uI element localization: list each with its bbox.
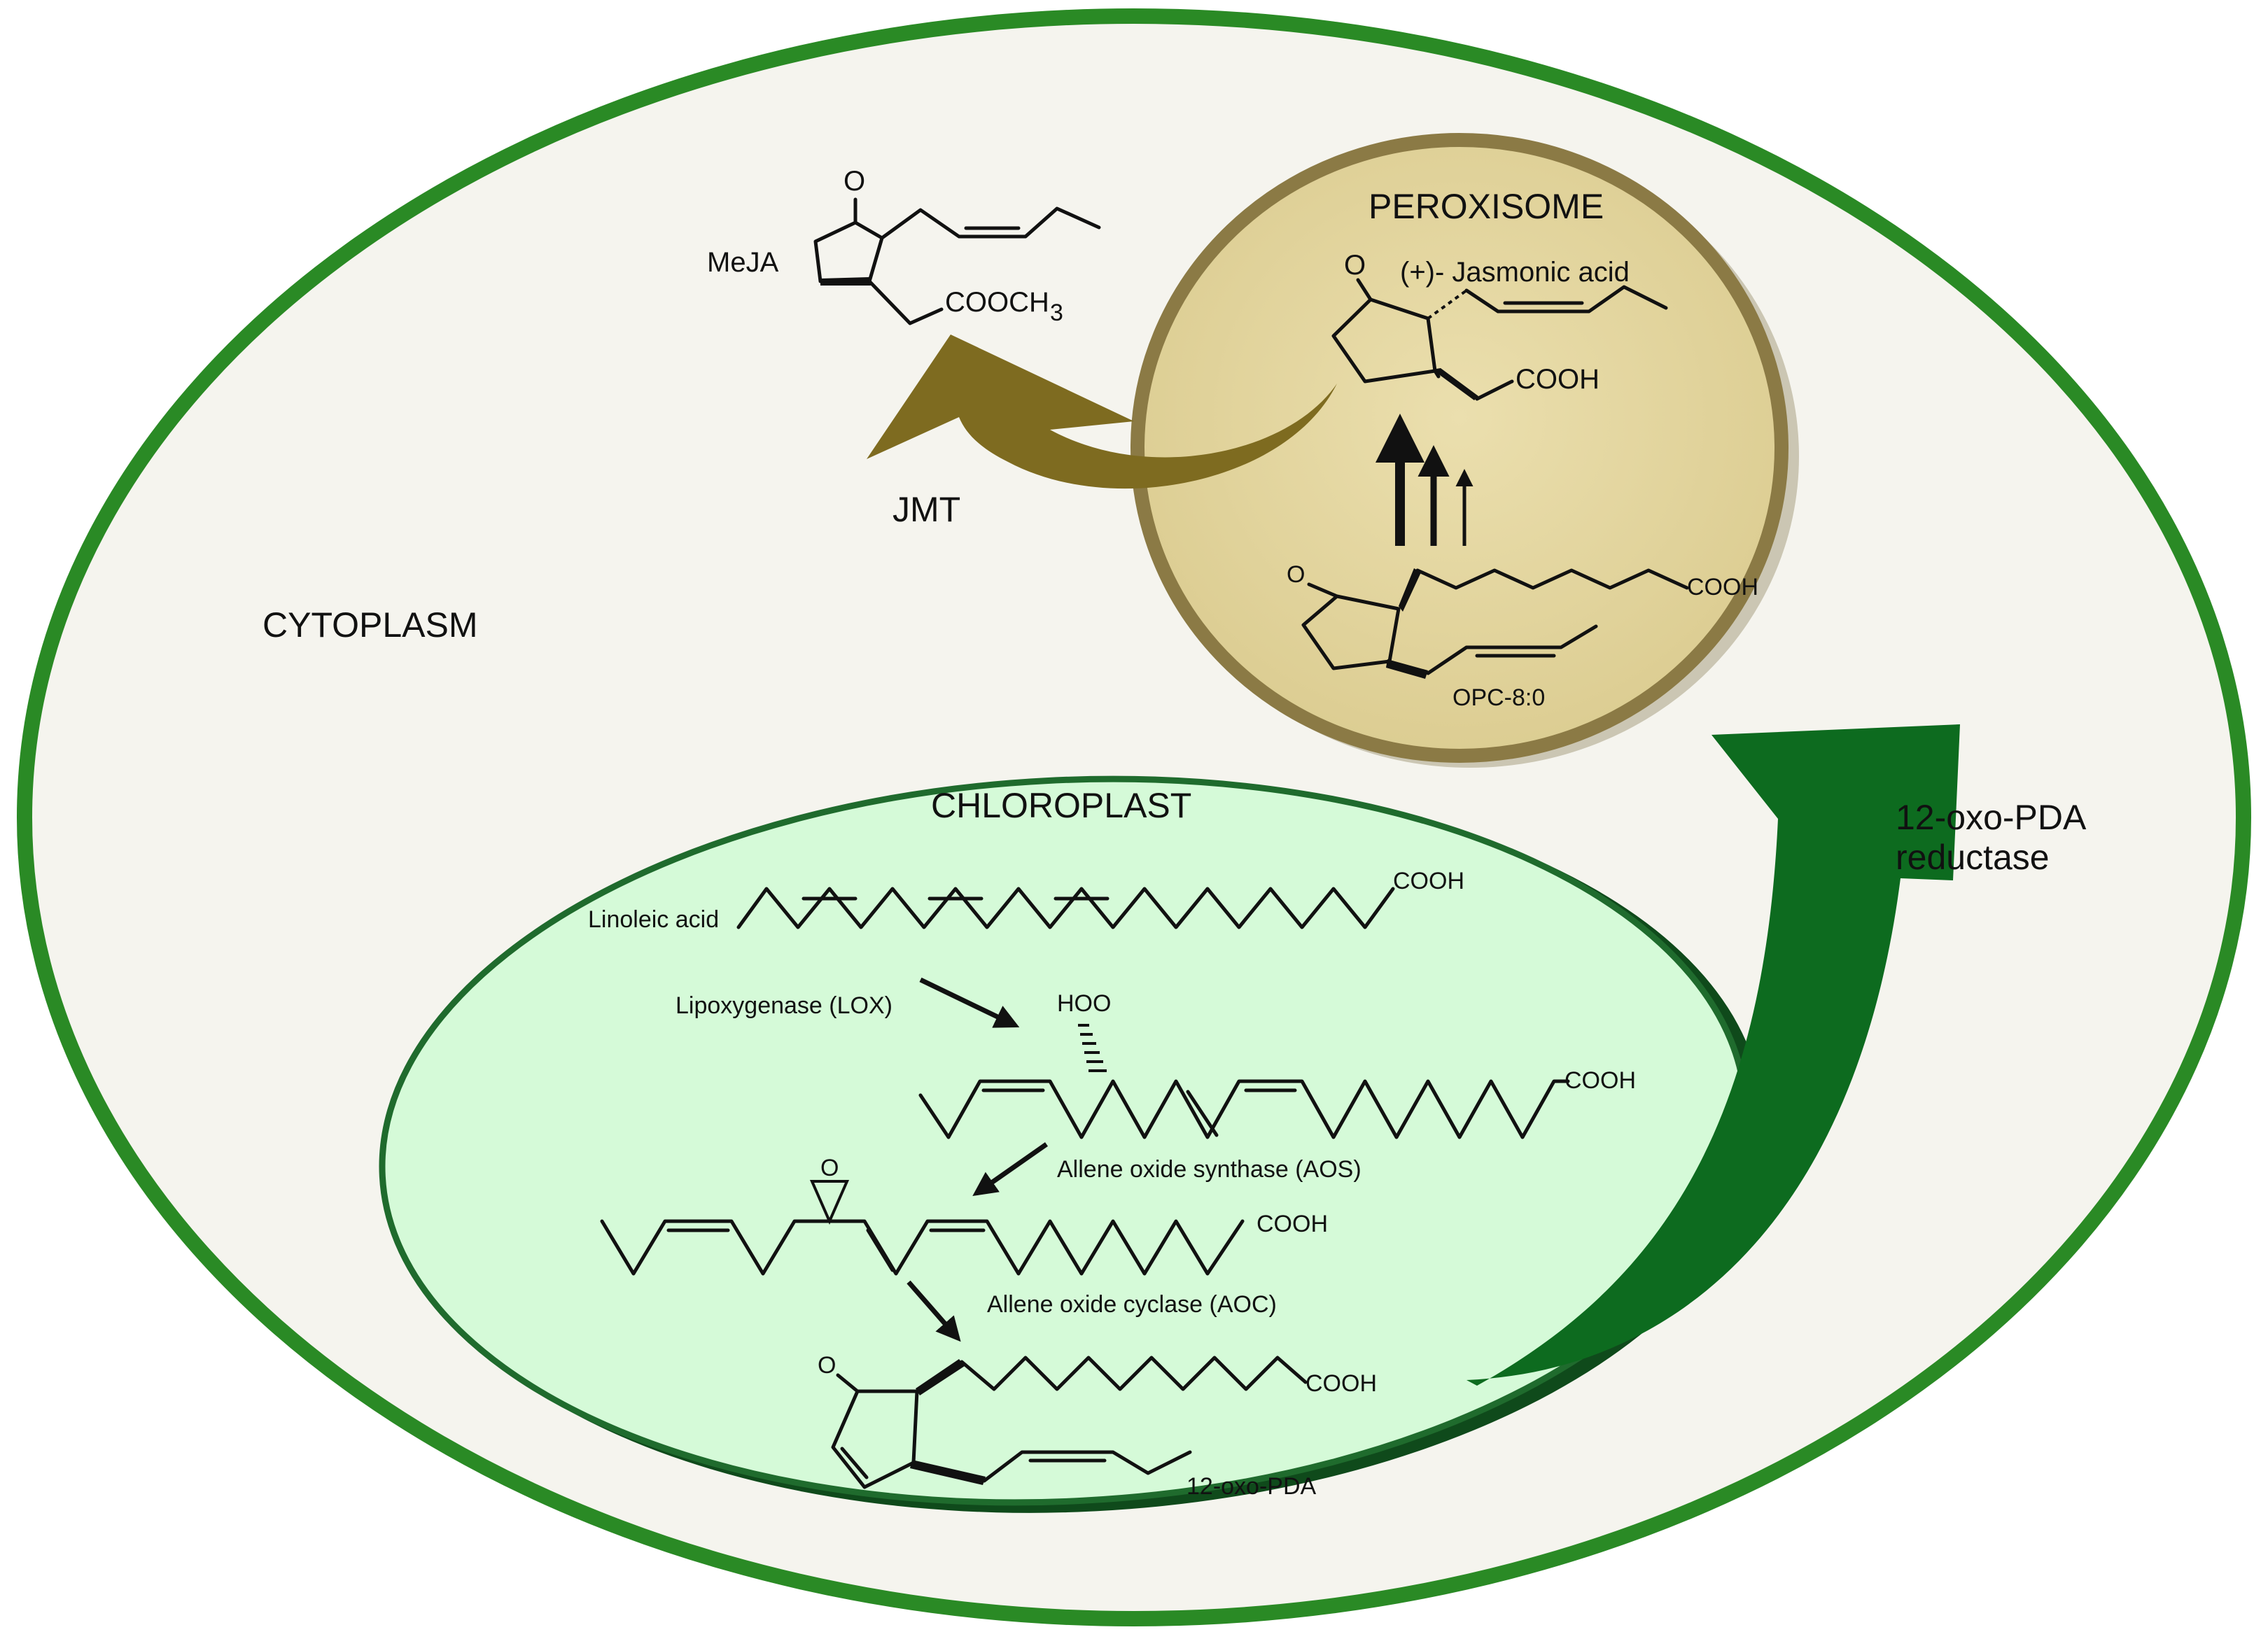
svg-text:12-oxo-PDA: 12-oxo-PDA <box>1186 1473 1317 1500</box>
aoc-label: Allene oxide cyclase (AOC) <box>987 1291 1277 1318</box>
svg-text:O: O <box>844 166 865 197</box>
svg-text:COOH: COOH <box>1393 868 1464 894</box>
oxo-pda-structure: O COOH 12-oxo-PDA <box>818 1352 1377 1500</box>
reductase-label-2: reductase <box>1896 838 2050 877</box>
linoleic-acid-structure: Linoleic acid COOH <box>588 868 1464 933</box>
svg-text:O: O <box>820 1155 839 1181</box>
svg-text:COOH: COOH <box>1564 1067 1636 1094</box>
reductase-arrow <box>1466 724 1960 1386</box>
cytoplasm-label: CYTOPLASM <box>262 605 478 645</box>
aos-label: Allene oxide synthase (AOS) <box>1057 1156 1362 1183</box>
svg-text:COOH: COOH <box>1306 1370 1377 1397</box>
svg-text:COOH: COOH <box>1687 574 1758 600</box>
svg-text:(+)- Jasmonic acid: (+)- Jasmonic acid <box>1400 257 1630 288</box>
svg-text:Linoleic acid: Linoleic acid <box>588 906 719 933</box>
chloroplast-label: CHLOROPLAST <box>931 786 1191 825</box>
svg-text:O: O <box>1344 250 1366 281</box>
svg-text:COOH: COOH <box>1256 1211 1328 1237</box>
meja-structure: O MeJA COOCH 3 <box>707 166 1101 326</box>
jmt-arrow <box>867 335 1337 489</box>
allene-oxide-structure: O COOH <box>600 1155 1328 1276</box>
svg-text:3: 3 <box>1050 300 1063 326</box>
lox-label: Lipoxygenase (LOX) <box>676 992 892 1019</box>
jasmonic-acid-structure: O (+)- Jasmonic acid COOH <box>1331 250 1668 401</box>
svg-text:HOO: HOO <box>1057 990 1111 1017</box>
svg-text:MeJA: MeJA <box>707 247 779 278</box>
peroxisome-label: PEROXISOME <box>1368 187 1604 226</box>
opc-structure: O COOH OPC-8:0 <box>1287 561 1758 711</box>
svg-text:COOH: COOH <box>1516 364 1600 395</box>
peroxisome <box>1130 133 1788 763</box>
enzyme-step-arrow-icon <box>919 977 1020 1028</box>
hydroperoxide-structure: HOO COOH <box>918 990 1636 1139</box>
svg-text:O: O <box>818 1352 836 1379</box>
reductase-label-1: 12-oxo-PDA <box>1896 798 2087 837</box>
enzyme-step-arrow-icon <box>972 1142 1049 1197</box>
svg-text:COOCH: COOCH <box>945 287 1049 318</box>
jmt-label: JMT <box>892 490 960 529</box>
beta-oxidation-arrow-icon <box>1376 414 1474 546</box>
svg-text:OPC-8:0: OPC-8:0 <box>1452 684 1545 711</box>
svg-text:O: O <box>1287 561 1305 588</box>
enzyme-step-arrow-icon <box>906 1280 961 1342</box>
